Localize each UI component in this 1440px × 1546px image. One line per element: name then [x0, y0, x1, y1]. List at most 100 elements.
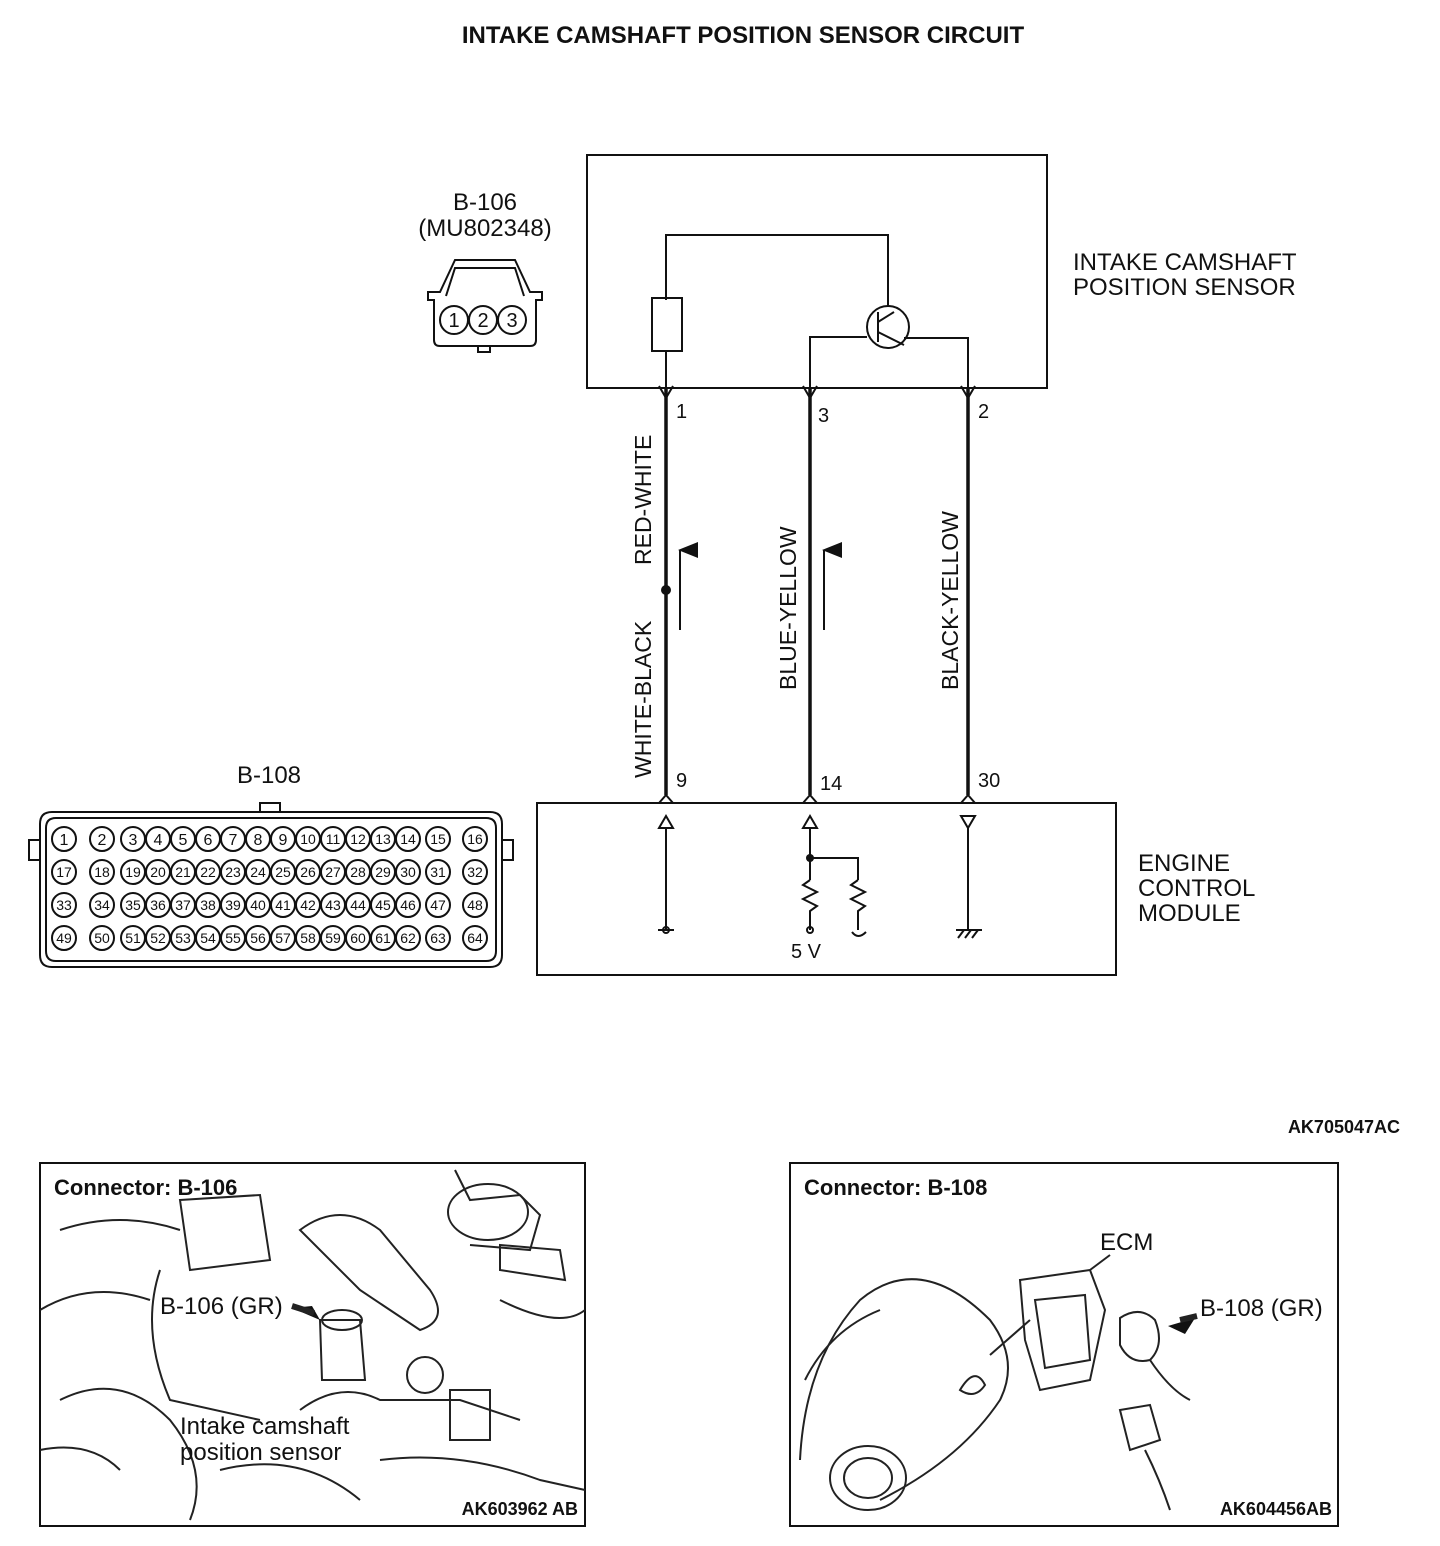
connector-pin-label: 27: [325, 864, 341, 880]
connector-pin: [497, 305, 527, 335]
connector-pin-label: 60: [350, 930, 366, 946]
wire-color-black-yellow: BLACK-YELLOW: [937, 511, 963, 690]
wire-1-9: 1 9 RED-WHITE WHITE-BLACK: [630, 385, 698, 795]
connector-pin: [89, 892, 115, 918]
connector-pin-label: 53: [175, 930, 191, 946]
connector-pin-label: 39: [225, 897, 241, 913]
ecm-label-line2: CONTROL: [1138, 875, 1255, 902]
connector-pin-label: 61: [375, 930, 391, 946]
photo-left-callout: B-106 (GR): [160, 1293, 283, 1320]
connector-pin-label: 17: [56, 864, 72, 880]
photo-left-label-line1: Intake camshaft: [180, 1413, 350, 1440]
connector-pin-label: 29: [375, 864, 391, 880]
connector-pin-label: 33: [56, 897, 72, 913]
connector-pin-label: 7: [229, 832, 238, 849]
connector-pin: [425, 892, 451, 918]
photo-right-code: AK604456AB: [1220, 1499, 1332, 1519]
connector-pin-label: 34: [94, 897, 110, 913]
sensor-resistor: [651, 297, 683, 352]
connector-pin-label: 14: [400, 831, 416, 847]
wire-2-30: 2 30 BLACK-YELLOW: [937, 385, 1000, 795]
connector-pin-label: 51: [125, 930, 141, 946]
connector-pin-label: 41: [275, 897, 291, 913]
connector-pin-label: 4: [154, 832, 163, 849]
connector-pin: [89, 826, 115, 852]
vehicle-illustration: [799, 1254, 1198, 1511]
connector-pin-label: 20: [150, 864, 166, 880]
connector-pin: [395, 826, 421, 852]
connector-pin-label: 28: [350, 864, 366, 880]
connector-pin-label: 6: [204, 832, 213, 849]
sensor-transistor: [866, 305, 910, 349]
connector-pin-label: 26: [300, 864, 316, 880]
connector-pin-label: 36: [150, 897, 166, 913]
connector-pin-label: 55: [225, 930, 241, 946]
connector-pin-label: 22: [200, 864, 216, 880]
photo-connector-b108: Connector: B-108 ECM B-108 (GR) AK604456…: [789, 1162, 1339, 1527]
connector-pin-label: 54: [200, 930, 216, 946]
connector-pin: [51, 859, 77, 885]
engine-bay-illustration: [39, 1169, 586, 1521]
connector-pin-label: 50: [94, 930, 110, 946]
connector-pin-label: 57: [275, 930, 291, 946]
connector-pin-label: 40: [250, 897, 266, 913]
connector-pin-label: 63: [430, 930, 446, 946]
connector-b106-id: B-106: [453, 189, 517, 216]
connector-pin: [462, 859, 488, 885]
ecm-label-line3: MODULE: [1138, 900, 1241, 927]
connector-pin: [89, 859, 115, 885]
connector-pin: [395, 859, 421, 885]
connector-pin-label: 3: [129, 832, 138, 849]
connector-pin-label: 18: [94, 864, 110, 880]
connector-pin: [89, 925, 115, 951]
connector-pin-label: 37: [175, 897, 191, 913]
wire-color-red-white: RED-WHITE: [630, 435, 656, 565]
connector-b106-part-number: (MU802348): [418, 215, 551, 242]
connector-pin-label: 21: [175, 864, 191, 880]
connector-pin-label: 10: [300, 831, 316, 847]
connector-pin-label: 49: [56, 930, 72, 946]
wire-color-white-black: WHITE-BLACK: [630, 620, 656, 778]
connector-pin-label: 32: [467, 864, 483, 880]
connector-pin: [462, 925, 488, 951]
connector-pin-label: 35: [125, 897, 141, 913]
connector-pin-label: 19: [125, 864, 141, 880]
connector-pin-label: 46: [400, 897, 416, 913]
connector-pin: [425, 859, 451, 885]
connector-pin-label: 38: [200, 897, 216, 913]
connector-pin-label: 13: [375, 831, 391, 847]
wire-color-blue-yellow: BLUE-YELLOW: [775, 526, 801, 690]
connector-pin-label: 8: [254, 832, 263, 849]
ecm-supply-voltage: 5 V: [791, 941, 822, 963]
connector-pin-label: 56: [250, 930, 266, 946]
connector-pin-label: 9: [279, 832, 288, 849]
connector-pin-label: 62: [400, 930, 416, 946]
connector-pin-label: 58: [300, 930, 316, 946]
connector-pin-label: 2: [98, 832, 107, 849]
connector-pin-label: 1: [60, 832, 69, 849]
connector-pin-label: 42: [300, 897, 316, 913]
sensor-pin-1: 1: [676, 401, 687, 423]
connector-pin-label: 47: [430, 897, 446, 913]
ground-icon: [956, 929, 982, 939]
connector-pin-label: 16: [467, 831, 483, 847]
photo-right-ecm-label: ECM: [1100, 1229, 1153, 1256]
ecm-pin-9: 9: [676, 770, 687, 792]
diagram-code: AK705047AC: [1288, 1117, 1400, 1137]
connector-pin-label: 44: [350, 897, 366, 913]
photo-left-label-line2: position sensor: [180, 1439, 341, 1466]
connector-pin-label: 5: [179, 832, 188, 849]
photo-right-caption: Connector: B-108: [804, 1175, 987, 1200]
ecm-pin-14: 14: [820, 773, 842, 795]
photo-left-caption: Connector: B-106: [54, 1175, 237, 1200]
connector-pin: [462, 826, 488, 852]
connector-pin-label: 11: [326, 831, 341, 847]
connector-pin: [425, 826, 451, 852]
connector-pin-label: 1: [448, 310, 459, 332]
diagram-title: INTAKE CAMSHAFT POSITION SENSOR CIRCUIT: [462, 22, 1025, 49]
wire-3-14: 3 14 BLUE-YELLOW: [775, 385, 842, 795]
connector-pin-label: 15: [430, 831, 446, 847]
